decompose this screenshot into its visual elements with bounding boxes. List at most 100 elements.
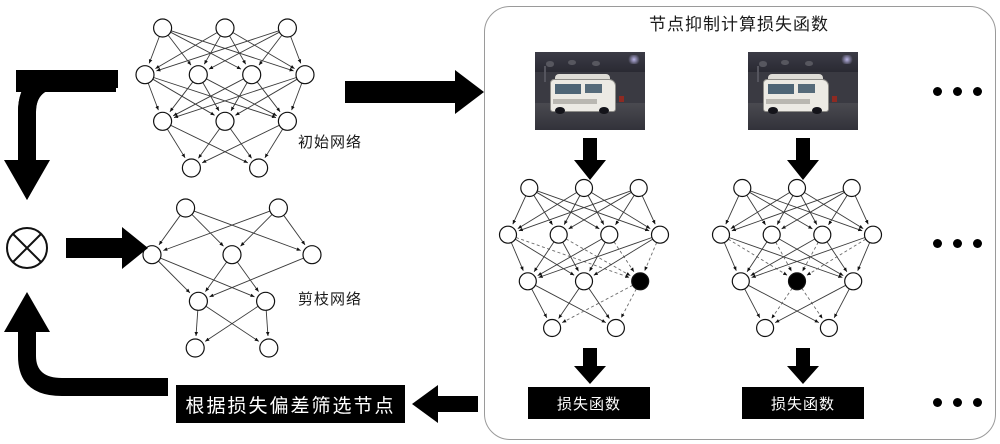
loss-function-box-2: 损失函数 bbox=[742, 387, 864, 419]
network-node bbox=[542, 318, 562, 338]
network-edge bbox=[536, 191, 600, 230]
van-photo-1 bbox=[535, 52, 645, 130]
network-node bbox=[153, 111, 173, 131]
network-edge bbox=[290, 36, 302, 64]
network-node bbox=[188, 291, 208, 311]
network-edge bbox=[857, 242, 871, 271]
arrow-loop-top-down-shape bbox=[4, 70, 118, 200]
network-edge bbox=[778, 238, 844, 276]
network-edge bbox=[593, 238, 654, 276]
network-edge bbox=[163, 210, 271, 251]
network-edge bbox=[166, 128, 186, 159]
ellipsis-dot bbox=[933, 398, 942, 407]
network-edge bbox=[265, 310, 270, 337]
network-node bbox=[222, 245, 242, 265]
loss-function-box-1: 损失函数 bbox=[528, 387, 650, 419]
network-edge bbox=[147, 82, 159, 111]
network-edge bbox=[731, 190, 844, 232]
network-edge bbox=[156, 30, 279, 72]
network-edge bbox=[800, 195, 818, 225]
network-edge bbox=[170, 124, 248, 164]
network-node bbox=[711, 225, 731, 244]
network-edge bbox=[750, 190, 863, 232]
ellipsis-dot bbox=[973, 87, 982, 96]
arrow-loop-bottom-up bbox=[4, 292, 168, 396]
network-node bbox=[256, 291, 276, 311]
network-edge bbox=[537, 190, 650, 232]
network-edge bbox=[202, 124, 280, 164]
ellipsis-dot bbox=[973, 398, 982, 407]
network-edge bbox=[283, 215, 306, 246]
network-node bbox=[842, 178, 861, 198]
initial-network bbox=[135, 18, 315, 178]
select-nodes-box: 根据损失偏差筛选节点 bbox=[176, 385, 405, 423]
network-edge bbox=[208, 31, 280, 70]
network-edge bbox=[191, 214, 224, 247]
network-edge bbox=[236, 261, 259, 292]
network-node bbox=[787, 178, 807, 198]
network-edge bbox=[152, 78, 215, 116]
network-edge bbox=[169, 81, 194, 113]
network-edge bbox=[518, 190, 631, 232]
network-edge bbox=[229, 35, 247, 65]
network-node bbox=[520, 178, 539, 198]
network-edge bbox=[587, 195, 605, 225]
network-edge bbox=[205, 261, 228, 292]
network-edge bbox=[537, 238, 603, 276]
suppressed-node bbox=[787, 272, 807, 291]
network-edge bbox=[723, 242, 737, 271]
ellipsis-top-right bbox=[933, 87, 982, 96]
network-edge bbox=[209, 257, 304, 298]
network-edge bbox=[235, 78, 298, 116]
network-node bbox=[215, 18, 235, 38]
network-node bbox=[518, 272, 537, 291]
network-edge bbox=[229, 128, 252, 159]
network-edge bbox=[148, 36, 160, 64]
network-node bbox=[259, 338, 279, 358]
network-edge bbox=[728, 237, 843, 278]
arrow-panel-to-select bbox=[412, 385, 478, 423]
network-edge bbox=[157, 260, 191, 294]
network-edge bbox=[206, 78, 278, 117]
network-edge bbox=[515, 237, 630, 278]
network-edge bbox=[538, 237, 653, 278]
pruned-network-label: 剪枝网络 bbox=[298, 290, 363, 308]
network-node bbox=[844, 272, 863, 291]
network-node bbox=[731, 272, 750, 291]
network-node bbox=[277, 111, 297, 131]
network-edge bbox=[568, 191, 632, 230]
network-edge bbox=[565, 238, 631, 276]
arrow-combine-to-pruned bbox=[66, 227, 148, 269]
network-edge bbox=[781, 191, 845, 230]
network-node bbox=[188, 65, 208, 85]
network-edge bbox=[561, 284, 633, 323]
network-edge bbox=[776, 195, 794, 225]
network-edge bbox=[803, 192, 864, 229]
node-suppression-panel bbox=[484, 6, 996, 440]
network-edge bbox=[750, 238, 816, 276]
ellipsis-dot bbox=[953, 87, 962, 96]
network-edge bbox=[258, 34, 283, 66]
network-edge bbox=[291, 82, 303, 111]
network-edge bbox=[172, 78, 244, 117]
network-node bbox=[249, 158, 269, 178]
ellipsis-dot bbox=[953, 239, 962, 248]
network-edge bbox=[153, 77, 277, 119]
network-edge bbox=[590, 192, 651, 229]
arrow-net2-to-loss2 bbox=[787, 348, 819, 384]
network-edge bbox=[203, 35, 221, 65]
network-edge bbox=[751, 237, 866, 278]
network-edge bbox=[749, 191, 813, 230]
network-edge bbox=[160, 257, 255, 298]
network-edge bbox=[746, 241, 768, 272]
network-edge bbox=[833, 288, 850, 319]
ellipsis-dot bbox=[933, 239, 942, 248]
network-node bbox=[181, 158, 201, 178]
network-edge bbox=[510, 242, 524, 271]
network-node bbox=[242, 65, 262, 85]
network-node bbox=[650, 225, 670, 244]
network-node bbox=[863, 225, 883, 244]
network-node bbox=[813, 225, 832, 244]
network-edge bbox=[644, 242, 658, 271]
